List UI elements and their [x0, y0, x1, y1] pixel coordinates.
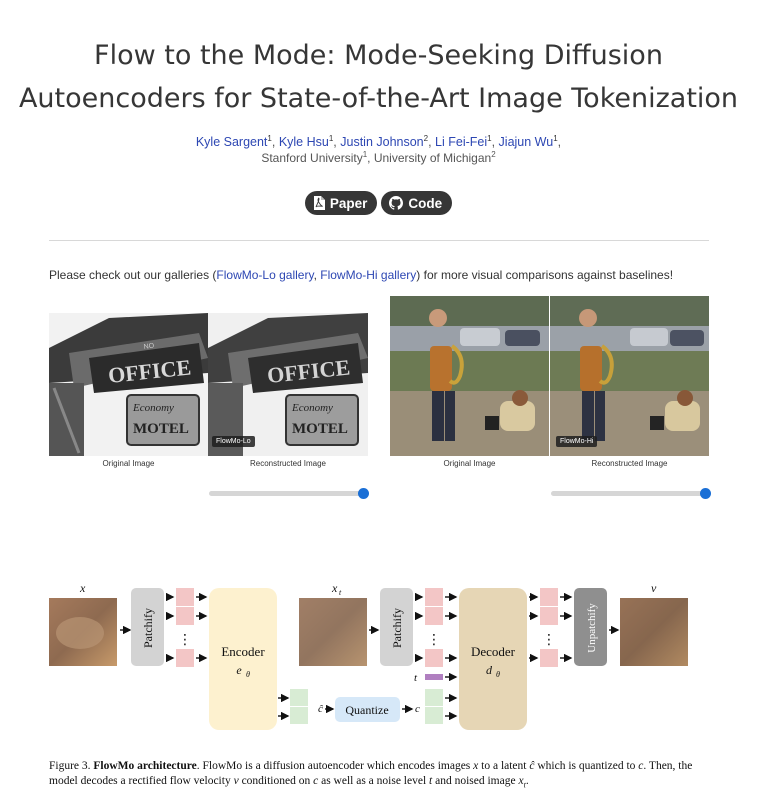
output-velocity-image — [620, 598, 688, 666]
comparison-slider-track[interactable] — [209, 491, 366, 496]
github-icon — [389, 196, 404, 210]
svg-text:θ: θ — [246, 670, 250, 679]
svg-text:x: x — [331, 581, 338, 595]
svg-text:MOTEL: MOTEL — [292, 421, 348, 437]
x-label: x — [79, 581, 86, 595]
svg-text:NO: NO — [143, 343, 155, 351]
patchify-block — [131, 588, 164, 666]
comparison-slider-handle[interactable] — [358, 488, 369, 499]
author-link[interactable]: Li Fei-Fei — [435, 135, 488, 150]
figure-caption: Figure 3. FlowMo architecture. FlowMo is… — [49, 760, 693, 790]
code-button[interactable]: Code — [381, 191, 453, 215]
unpatchify-block — [574, 588, 607, 666]
original-image-label: Original Image — [443, 459, 496, 468]
reconstructed-image-label: Reconstructed Image — [591, 459, 668, 468]
svg-text:t: t — [339, 588, 342, 597]
svg-text:Economy: Economy — [291, 402, 333, 414]
encoder-block — [209, 588, 277, 730]
token-column: ⋮ — [166, 588, 208, 667]
noise-level-token — [425, 674, 443, 680]
author-link[interactable]: Jiajun Wu — [498, 135, 554, 150]
architecture-diagram: x Patchify ⋮ Encoder e θ ĉ Quantize c x … — [49, 581, 688, 730]
svg-text:Patchify: Patchify — [390, 608, 404, 648]
decoder-block — [459, 588, 527, 730]
reconstructed-image-label: Reconstructed Image — [249, 459, 327, 468]
svg-text:Decoder: Decoder — [471, 644, 516, 659]
original-image-street — [390, 296, 549, 456]
svg-text:⋮: ⋮ — [427, 631, 441, 647]
svg-text:d: d — [486, 663, 493, 677]
author-list: Kyle Sargent1, Kyle Hsu1, Justin Johnson… — [195, 134, 562, 150]
noised-image — [299, 598, 367, 666]
comparison-slider-track[interactable] — [551, 491, 707, 496]
reconstructed-image-motel: OFFICE Economy MOTEL — [208, 313, 368, 456]
author-link[interactable]: Justin Johnson — [340, 135, 424, 150]
quantized-token — [425, 707, 443, 724]
flowmo-hi-badge: FlowMo-Hi — [556, 436, 598, 447]
original-image-motel: OFFICE NO Economy MOTEL — [49, 313, 208, 456]
token-column: ⋮ t — [414, 588, 458, 724]
svg-text:Encoder: Encoder — [221, 644, 265, 659]
svg-text:Economy: Economy — [132, 402, 174, 414]
svg-text:v: v — [651, 581, 657, 595]
flowmo-hi-gallery-link[interactable]: FlowMo-Hi gallery — [320, 268, 417, 282]
svg-text:⋮: ⋮ — [178, 631, 192, 647]
svg-text:c: c — [415, 703, 420, 715]
reconstructed-image-street — [550, 296, 709, 456]
patchify-block — [380, 588, 413, 666]
svg-text:⋮: ⋮ — [542, 631, 556, 647]
svg-text:e: e — [236, 663, 242, 677]
divider — [49, 240, 709, 241]
token-column: ⋮ — [529, 588, 573, 667]
svg-text:Patchify: Patchify — [141, 608, 155, 648]
flowmo-lo-badge: FlowMo-Lo — [212, 436, 255, 447]
gallery-text: Please check out our galleries (FlowMo-L… — [49, 268, 674, 282]
flowmo-lo-gallery-link[interactable]: FlowMo-Lo gallery — [216, 268, 314, 282]
quantized-token — [425, 689, 443, 706]
author-link[interactable]: Kyle Sargent — [195, 135, 268, 150]
svg-text:Quantize: Quantize — [345, 703, 388, 717]
original-image-label: Original Image — [102, 459, 155, 468]
svg-text:θ: θ — [496, 670, 500, 679]
pdf-file-icon — [313, 196, 325, 210]
page-title: Flow to the Mode: Mode-Seeking Diffusion… — [18, 40, 739, 114]
svg-text:ĉ: ĉ — [318, 703, 323, 715]
latent-token — [290, 689, 308, 706]
svg-text:MOTEL: MOTEL — [133, 421, 189, 437]
affiliations: Stanford University1, University of Mich… — [261, 150, 496, 165]
quantize-block — [335, 697, 400, 722]
comparison-slider-handle[interactable] — [700, 488, 711, 499]
author-link[interactable]: Kyle Hsu — [278, 135, 329, 150]
paper-button[interactable]: Paper — [304, 191, 378, 215]
svg-text:Unpatchify: Unpatchify — [586, 603, 598, 653]
svg-text:t: t — [414, 672, 418, 684]
latent-token — [290, 707, 308, 724]
